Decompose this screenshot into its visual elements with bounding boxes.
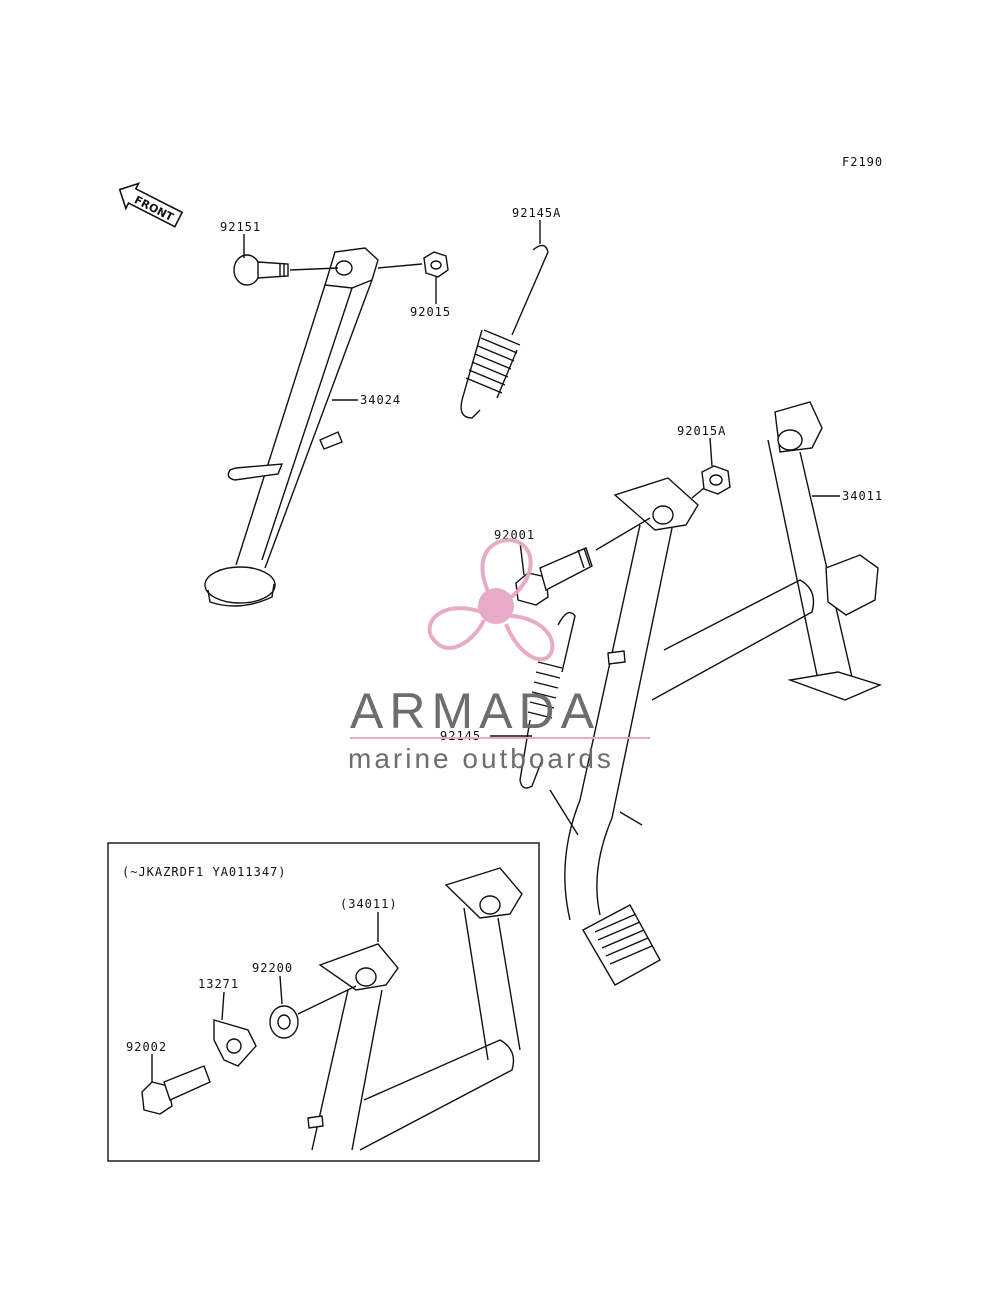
armada-watermark-logo: ARMADA marine outboards [348, 537, 650, 774]
propeller-hub-icon [478, 588, 514, 624]
watermark-brand: ARMADA [350, 683, 600, 739]
label-92145A: 92145A [512, 206, 561, 220]
nut-92015A [701, 465, 731, 495]
spring-92145 [519, 611, 576, 789]
side-stand-34024 [204, 247, 379, 607]
assembly-line [691, 487, 705, 499]
propeller-icon [427, 537, 555, 662]
label-92015A: 92015A [677, 424, 726, 438]
inset-label-92200: 92200 [252, 961, 293, 975]
spring-92145A [460, 244, 549, 419]
label-92151: 92151 [220, 220, 261, 234]
nut-92015 [423, 251, 449, 278]
assembly-line [289, 267, 339, 271]
label-34024: 34024 [360, 393, 401, 407]
label-92015: 92015 [410, 305, 451, 319]
inset-label-34011-ref: (34011) [340, 897, 398, 911]
inset-panel: (~JKAZRDF1 YA011347) (34011) 92200 13271… [107, 842, 540, 1162]
label-34011: 34011 [842, 489, 883, 503]
assembly-line [595, 517, 651, 551]
main-stand-34011 [549, 401, 883, 986]
watermark-tagline: marine outboards [348, 743, 614, 774]
assembly-line [297, 985, 357, 1015]
bolt-92151 [233, 254, 289, 286]
inset-label-13271: 13271 [198, 977, 239, 991]
front-arrow-icon: FRONT [118, 182, 184, 228]
inset-label-92002: 92002 [126, 1040, 167, 1054]
assembly-line [377, 263, 423, 269]
figure-code: F2190 [842, 155, 883, 169]
watermark-divider [350, 737, 650, 739]
label-92145: 92145 [440, 729, 481, 743]
inset-caption: (~JKAZRDF1 YA011347) [122, 865, 287, 879]
part-labels: 92151 92015 34024 92145A 92015A 34011 92… [220, 206, 883, 743]
